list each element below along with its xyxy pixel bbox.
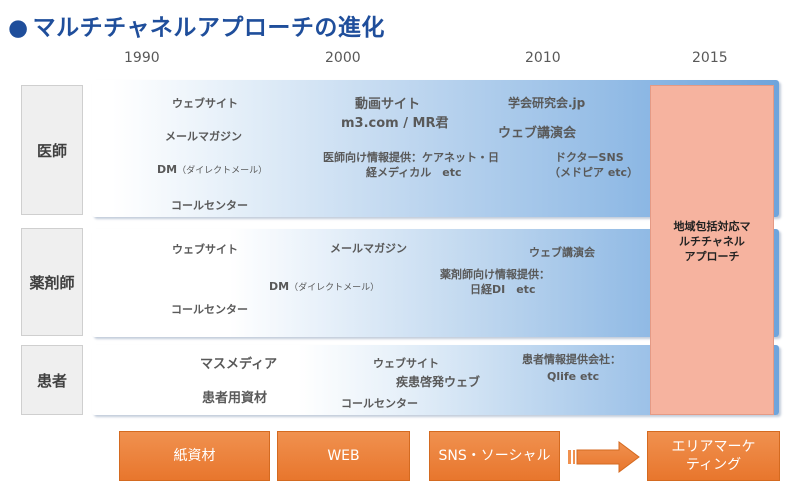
channel-area-marketing: エリアマーケ ティング: [647, 431, 780, 481]
doctor-item-sns: ドクターSNS: [555, 151, 624, 164]
pharmacist-item-website: ウェブサイト: [172, 243, 238, 256]
doctor-dm-label: DM: [157, 163, 178, 176]
patient-item-website: ウェブサイト: [373, 357, 439, 370]
year-2010: 2010: [525, 50, 561, 66]
year-2015: 2015: [692, 50, 728, 66]
doctor-item-mailmagazine: メールマガジン: [165, 130, 242, 143]
pharmacist-item-webinar: ウェブ講演会: [529, 246, 595, 259]
pharmacist-dm-note: （ダイレクトメール）: [289, 283, 380, 293]
pharmacist-dm-label: DM: [269, 280, 290, 293]
doctor-item-webinar: ウェブ講演会: [498, 126, 577, 141]
pharmacist-item-callcenter: コールセンター: [171, 303, 248, 316]
bullet-icon: ●: [8, 15, 29, 41]
patient-item-info1: 患者情報提供会社：: [522, 353, 621, 366]
channel-paper: 紙資材: [119, 431, 270, 481]
pharmacist-item-info1: 薬剤師向け情報提供：: [440, 268, 550, 281]
pharmacist-item-mailmagazine: メールマガジン: [330, 242, 407, 255]
row-label-pharmacist-text: 薬剤師: [29, 273, 75, 292]
row-label-doctor-text: 医師: [36, 141, 67, 160]
doctor-item-m3: m3.com / MR君: [341, 116, 449, 131]
channel-sns: SNS・ソーシャル: [429, 431, 560, 481]
patient-item-qlife: Qlife etc: [547, 370, 600, 383]
row-label-patient-text: 患者: [36, 371, 67, 390]
year-2000: 2000: [325, 50, 361, 66]
doctor-item-video: 動画サイト: [355, 97, 421, 112]
doctor-item-info2: 経メディカル etc: [366, 166, 462, 179]
box-2015-text: 地域包括対応マ ルチチャネル アプローチ: [673, 220, 751, 263]
pharmacist-item-info2: 日経DI etc: [470, 283, 536, 296]
patient-item-materials: 患者用資材: [202, 391, 268, 406]
patient-item-massmedia: マスメディア: [200, 357, 278, 372]
doctor-item-medpeer: （メドピア etc）: [549, 166, 639, 179]
box-2015: [650, 85, 774, 415]
patient-item-disease-web: 疾患啓発ウェブ: [396, 375, 481, 389]
doctor-dm-note: （ダイレクトメール）: [177, 166, 268, 176]
doctor-item-gakkai: 学会研究会.jp: [508, 96, 586, 110]
year-1990: 1990: [124, 50, 160, 66]
row-label-doctor: 医師: [21, 85, 83, 215]
pharmacist-item-dm: DM（ダイレクトメール）: [269, 280, 379, 293]
page-title: ●マルチチャネルアプローチの進化: [8, 8, 385, 42]
doctor-item-info1: 医師向け情報提供：ケアネット・日: [323, 151, 499, 164]
right-arrow-icon: [568, 441, 640, 473]
title-text: マルチチャネルアプローチの進化: [32, 15, 385, 41]
doctor-item-dm: DM（ダイレクトメール）: [157, 163, 267, 176]
patient-item-callcenter: コールセンター: [341, 397, 418, 410]
row-label-patient: 患者: [21, 345, 83, 415]
doctor-item-website: ウェブサイト: [172, 97, 238, 110]
channel-web: WEB: [277, 431, 410, 481]
doctor-item-callcenter: コールセンター: [171, 199, 248, 212]
row-label-pharmacist: 薬剤師: [21, 228, 83, 336]
